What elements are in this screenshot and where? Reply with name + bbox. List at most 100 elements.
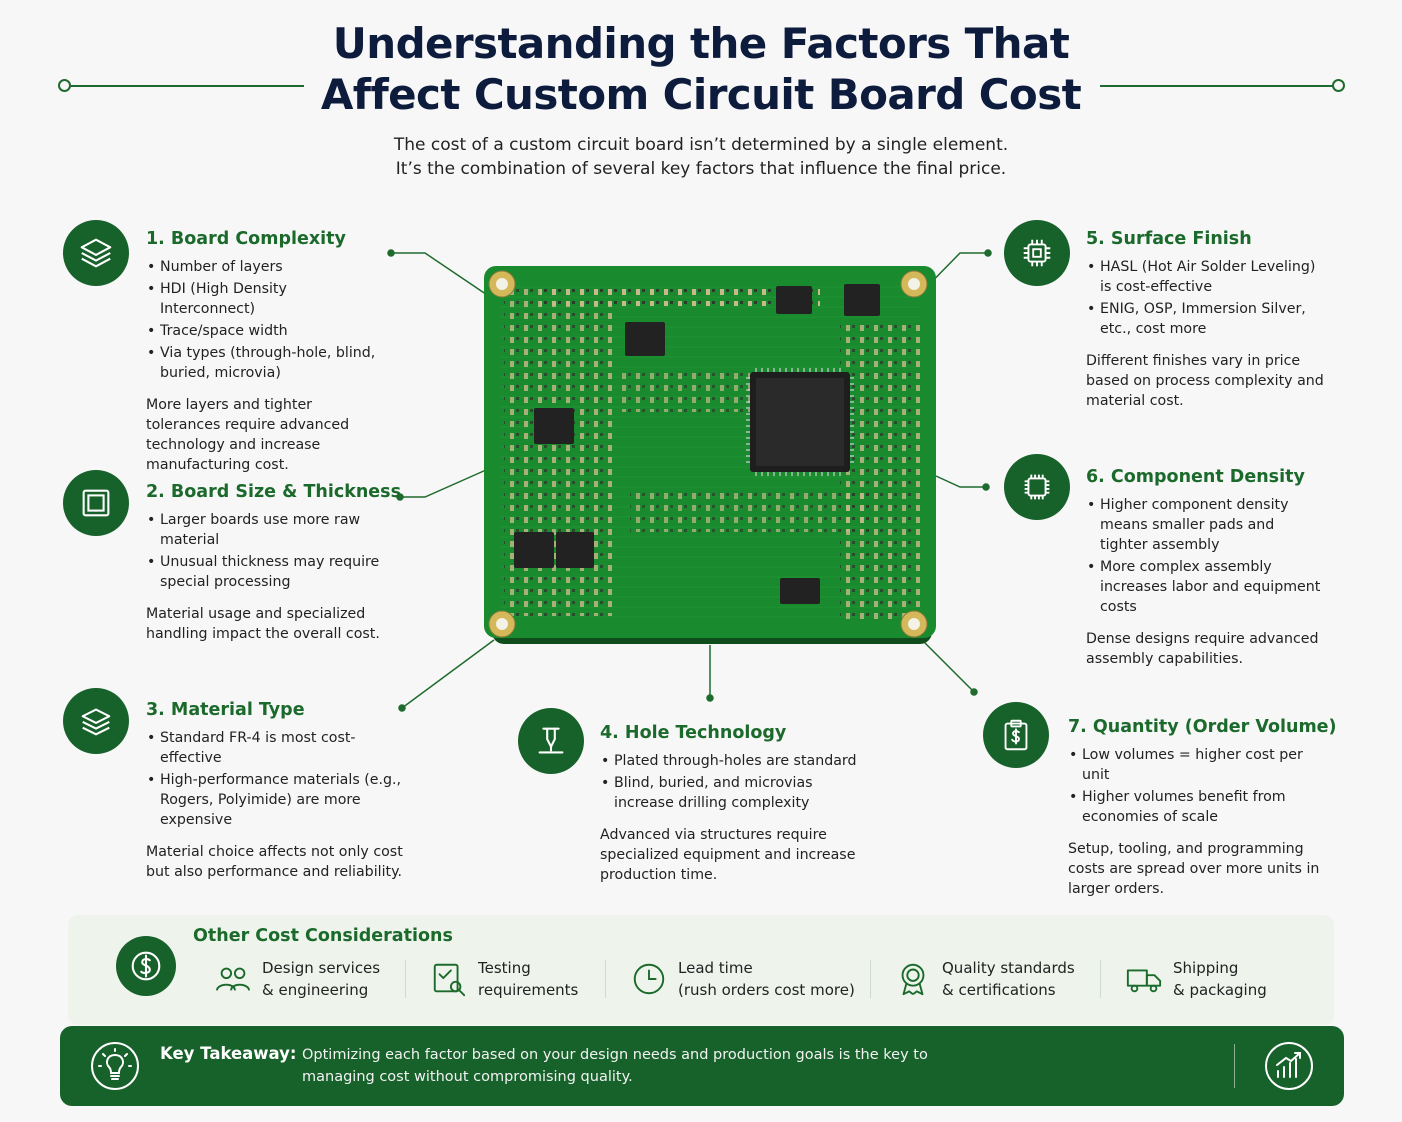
takeaway-text: Optimizing each factor based on your des…: [302, 1047, 928, 1085]
factor-title: 5. Surface Finish: [1086, 229, 1252, 249]
factor-title: 1. Board Complexity: [146, 229, 346, 249]
clipboard-dollar-icon: [1004, 719, 1028, 751]
divider: [1100, 960, 1101, 998]
other-item-shipping: Shipping & packaging: [1125, 955, 1267, 1003]
surface-finish-badge: [1004, 220, 1070, 286]
factor-hole-technology: 4. Hole Technology Plated through-holes …: [600, 723, 870, 885]
divider: [605, 960, 606, 998]
title-rule-right-dot: [1332, 79, 1345, 92]
factor-component-density: 6. Component Density Higher component de…: [1086, 467, 1326, 669]
subtitle: The cost of a custom circuit board isn’t…: [330, 133, 1072, 181]
other-item-line2: & certifications: [942, 981, 1056, 999]
pcb-illustration: [480, 262, 940, 647]
other-item-line2: requirements: [478, 981, 579, 999]
factor-board-complexity: 1. Board Complexity Number of layers HDI…: [146, 229, 386, 475]
board-size-badge: [63, 470, 129, 536]
factor-note: Different finishes vary in price based o…: [1086, 353, 1324, 409]
other-item-lead-time: Lead time (rush orders cost more): [630, 955, 855, 1003]
list-item: Via types (through-hole, blind, buried, …: [146, 343, 386, 383]
list-item: Unusual thickness may require special pr…: [146, 552, 381, 592]
title-rule-right: [1100, 85, 1334, 87]
other-considerations-title: Other Cost Considerations: [193, 926, 453, 946]
factor-quantity: 7. Quantity (Order Volume) Low volumes =…: [1068, 717, 1337, 899]
key-takeaway-banner: [60, 1026, 1344, 1106]
list-item: Higher volumes benefit from economies of…: [1068, 787, 1330, 827]
page-title: Understanding the Factors That Affect Cu…: [300, 18, 1102, 120]
other-considerations-panel: [68, 915, 1334, 1025]
list-item: ENIG, OSP, Immersion Silver, etc., cost …: [1086, 299, 1326, 339]
list-item: Blind, buried, and microvias increase dr…: [600, 773, 870, 813]
title-rule-left: [70, 85, 304, 87]
factor-title: 7. Quantity (Order Volume): [1068, 717, 1337, 737]
title-rule-left-dot: [58, 79, 71, 92]
dollar-badge: [116, 936, 176, 996]
factor-bullets: Plated through-holes are standard Blind,…: [600, 751, 870, 813]
factor-note: Dense designs require advanced assembly …: [1086, 631, 1319, 667]
title-line-2: Affect Custom Circuit Board Cost: [320, 70, 1082, 119]
other-item-line2: (rush orders cost more): [678, 981, 855, 999]
other-item-line1: Design services: [262, 959, 381, 977]
factor-note: Material usage and specialized handling …: [146, 606, 380, 642]
factor-note: More layers and tighter tolerances requi…: [146, 397, 350, 473]
list-item: Low volumes = higher cost per unit: [1068, 745, 1330, 785]
growth-chart-icon: [1265, 1042, 1313, 1090]
divider: [405, 960, 406, 998]
truck-icon: [1126, 969, 1162, 993]
factor-title: 2. Board Size & Thickness: [146, 482, 402, 502]
circuit-board-graphic: [484, 266, 936, 644]
other-item-line1: Testing: [478, 959, 531, 977]
list-item: HDI (High Density Interconnect): [146, 279, 386, 319]
board-square-icon: [82, 489, 110, 517]
factor-title: 6. Component Density: [1086, 467, 1305, 487]
factor-note: Material choice affects not only cost bu…: [146, 844, 403, 880]
takeaway-divider: [1234, 1044, 1235, 1088]
badge-icon: [901, 963, 925, 996]
component-density-badge: [1004, 454, 1070, 520]
list-item: HASL (Hot Air Solder Leveling) is cost-e…: [1086, 257, 1326, 297]
subtitle-line-1: The cost of a custom circuit board isn’t…: [393, 135, 1009, 155]
drill-icon: [538, 727, 564, 754]
factor-bullets: Higher component density means smaller p…: [1086, 495, 1326, 617]
chip-icon: [1023, 239, 1051, 267]
factor-bullets: Larger boards use more raw material Unus…: [146, 510, 381, 592]
board-complexity-badge: [63, 220, 129, 286]
dense-chip-icon: [1024, 474, 1050, 500]
list-item: Higher component density means smaller p…: [1086, 495, 1326, 555]
factor-board-size: 2. Board Size & Thickness Larger boards …: [146, 482, 402, 644]
people-icon: [215, 967, 251, 991]
takeaway-label: Key Takeaway:: [160, 1044, 297, 1063]
factor-bullets: Number of layers HDI (High Density Inter…: [146, 257, 386, 383]
list-item: Trace/space width: [146, 321, 386, 341]
clock-icon: [633, 963, 665, 995]
other-item-line1: Quality standards: [942, 959, 1075, 977]
factor-material-type: 3. Material Type Standard FR-4 is most c…: [146, 700, 414, 882]
title-line-1: Understanding the Factors That: [332, 19, 1070, 68]
other-item-line2: & packaging: [1173, 981, 1267, 999]
divider: [870, 960, 871, 998]
layers-icon: [80, 238, 112, 268]
list-item: Standard FR-4 is most cost-effective: [146, 728, 414, 768]
factor-note: Advanced via structures require speciali…: [600, 827, 856, 883]
factor-bullets: Standard FR-4 is most cost-effective Hig…: [146, 728, 414, 830]
other-item-line1: Lead time: [678, 959, 753, 977]
factor-bullets: Low volumes = higher cost per unit Highe…: [1068, 745, 1330, 827]
other-item-line1: Shipping: [1173, 959, 1239, 977]
stack-icon: [81, 708, 111, 736]
factor-title: 4. Hole Technology: [600, 723, 787, 743]
factor-note: Setup, tooling, and programming costs ar…: [1068, 841, 1320, 897]
factor-surface-finish: 5. Surface Finish HASL (Hot Air Solder L…: [1086, 229, 1326, 411]
other-item-design: Design services & engineering: [214, 955, 380, 1003]
other-item-line2: & engineering: [262, 981, 369, 999]
other-item-testing: Testing requirements: [430, 955, 578, 1003]
checklist-search-icon: [433, 963, 466, 997]
factor-title: 3. Material Type: [146, 700, 305, 720]
material-type-badge: [63, 688, 129, 754]
quantity-badge: [983, 702, 1049, 768]
list-item: Number of layers: [146, 257, 386, 277]
dollar-icon: [131, 951, 161, 981]
subtitle-line-2: It’s the combination of several key fact…: [395, 159, 1007, 179]
list-item: High-performance materials (e.g., Rogers…: [146, 770, 414, 830]
other-item-quality: Quality standards & certifications: [894, 955, 1075, 1003]
list-item: Larger boards use more raw material: [146, 510, 381, 550]
hole-technology-badge: [518, 708, 584, 774]
